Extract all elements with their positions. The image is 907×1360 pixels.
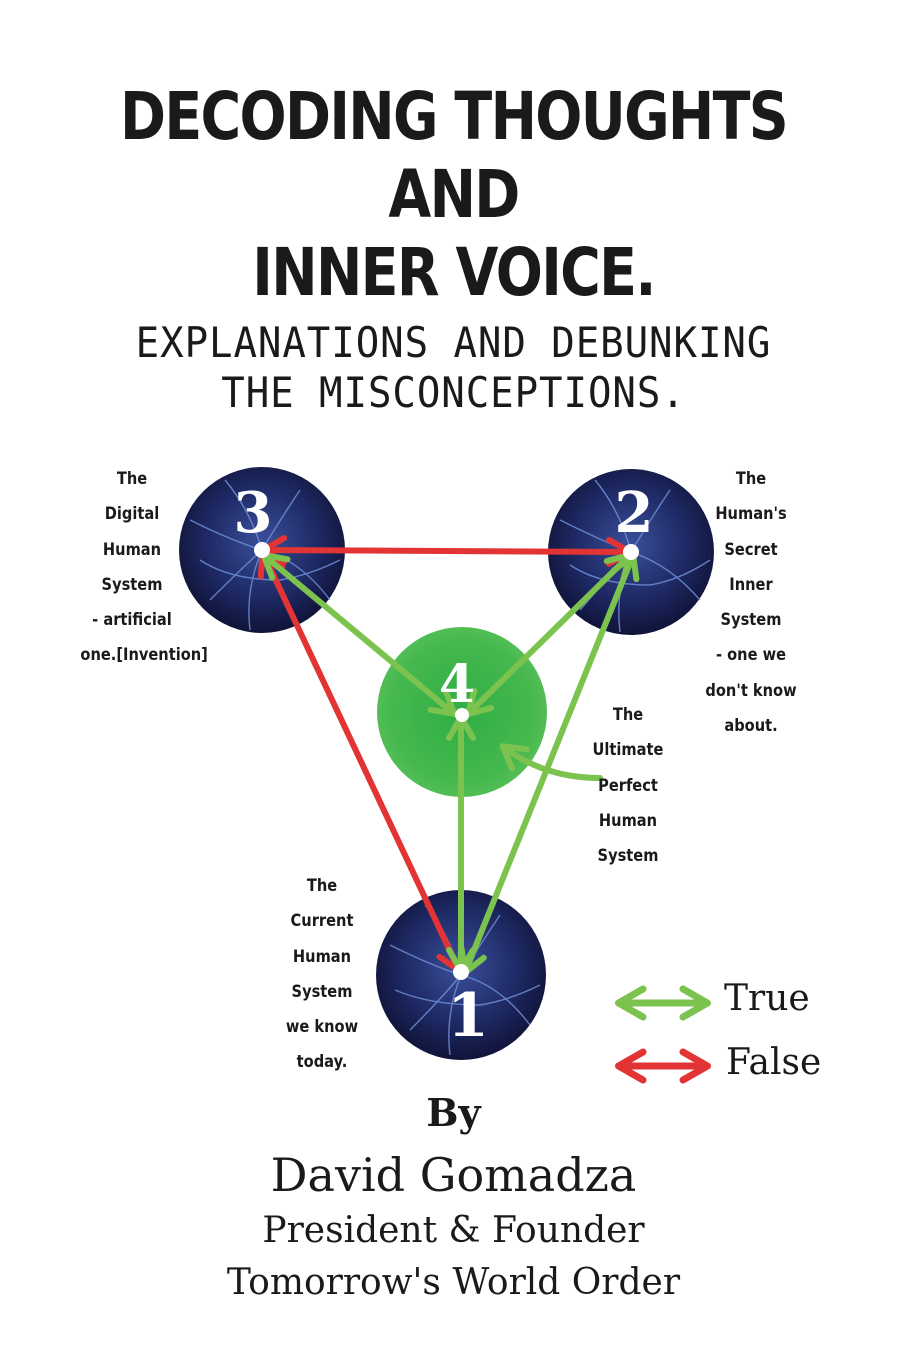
author-org: Tomorrow's World Order: [226, 1262, 681, 1303]
node-1-dot: [453, 964, 469, 980]
node-4-label-line: The: [612, 705, 644, 725]
node-2-label-line: - one we: [715, 645, 787, 666]
node-4-label-line: Perfect: [598, 775, 658, 796]
node-3-label-line: - artificial: [92, 610, 172, 631]
node-2-label-line: System: [720, 610, 782, 631]
node-2-label-line: The: [735, 469, 767, 489]
node-1-label: The Current Human System we know today.: [279, 869, 365, 1081]
false-arrow-3-2: [260, 535, 633, 567]
pointer-arrow-4: [499, 743, 603, 781]
node-2-label-line: Inner: [729, 574, 773, 595]
node-2-number: 2: [615, 480, 654, 546]
node-1-label-line: we know: [285, 1017, 359, 1038]
node-3-label-line: Digital: [104, 504, 160, 525]
node-4-dot: [455, 708, 469, 722]
author-name: David Gomadza: [270, 1148, 637, 1202]
node-4-number: 4: [439, 654, 475, 715]
node-1-label-line: The: [306, 876, 338, 896]
node-3-label-line: Human: [102, 539, 162, 560]
node-1-number: 1: [447, 981, 489, 1051]
node-2-label-line: Secret: [724, 539, 778, 560]
node-1-label-line: today.: [296, 1052, 348, 1073]
node-2-label-line: don't know: [705, 680, 797, 701]
legend-false-label: False: [726, 1042, 822, 1083]
subtitle-line-1: EXPLANATIONS AND DEBUNKING: [135, 318, 772, 367]
book-subtitle: EXPLANATIONS AND DEBUNKING THE MISCONCEP…: [32, 318, 876, 418]
author-role: President & Founder: [262, 1210, 645, 1251]
node-1-label-line: Human: [292, 946, 352, 967]
node-4-label-line: System: [597, 846, 659, 867]
node-2-dot: [623, 544, 639, 560]
title-line-2: INNER VOICE.: [252, 234, 656, 311]
node-4-label: The Ultimate Perfect Human System: [585, 698, 671, 874]
legend-true-label: True: [724, 978, 810, 1019]
author-by: By: [426, 1090, 481, 1135]
node-2-label: The Human's Secret Inner System - one we…: [703, 462, 799, 744]
subtitle-line-2: THE MISCONCEPTIONS.: [221, 368, 686, 417]
book-title: DECODING THOUGHTS AND INNER VOICE.: [73, 78, 835, 312]
node-1-label-line: System: [291, 981, 353, 1002]
node-3-dot: [254, 542, 270, 558]
node-3-label-line: one.[Invention]: [80, 645, 208, 666]
node-3-number: 3: [234, 480, 273, 546]
node-1-label-line: Current: [290, 911, 354, 932]
true-arrow-3-4: [260, 552, 458, 717]
node-2-label-line: Human's: [715, 504, 787, 525]
node-4-label-line: Human: [598, 810, 658, 831]
true-arrow-2-1: [458, 552, 640, 976]
node-2-label-line: about.: [724, 716, 778, 737]
node-4-label-line: Ultimate: [592, 740, 664, 761]
node-3-label-line: The: [116, 469, 148, 489]
node-3-label: The Digital Human System - artificial on…: [80, 462, 208, 674]
title-line-1: DECODING THOUGHTS AND: [119, 78, 789, 233]
node-3-label-line: System: [101, 574, 163, 595]
